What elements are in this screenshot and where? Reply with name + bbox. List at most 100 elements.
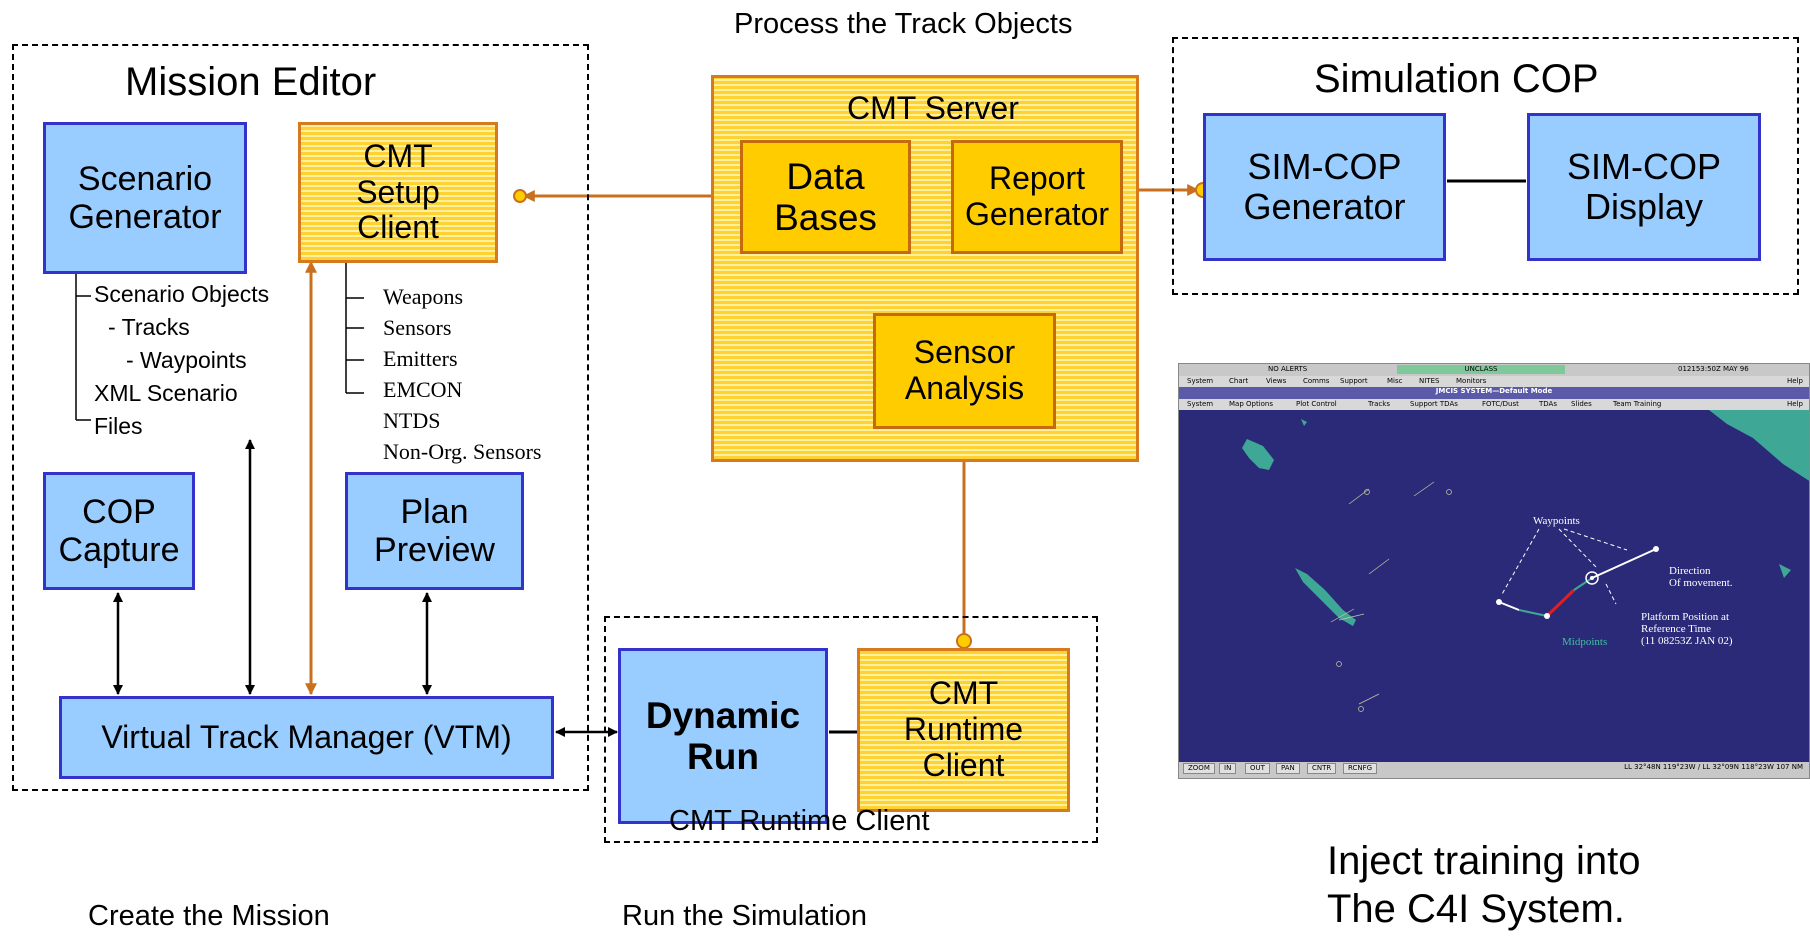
setup-item: Non-Org. Sensors [383,439,542,464]
map-menu-item[interactable]: System [1187,400,1214,408]
map-menu-item[interactable]: Tracks [1368,400,1390,408]
runtime-caption: CMT Runtime Client [669,805,930,837]
mission-editor-frame [12,44,589,791]
setup-items-tree [345,263,364,394]
status-class: UNCLASS [1397,365,1565,374]
cmt-runtime-client-box[interactable]: CMT Runtime Client [857,648,1070,812]
menu-item[interactable]: Monitors [1456,377,1487,385]
box-label: Bases [774,197,877,238]
box-label: COP [82,492,156,531]
box-label: Setup [356,173,440,210]
box-label: Analysis [904,370,1025,406]
scenario-output-tree [75,273,91,421]
box-label: Preview [374,531,495,569]
window-title: JMCIS SYSTEM—Default Mode [1179,387,1809,399]
dynamic-run-box[interactable]: Dynamic Run [618,648,828,824]
map-control-button[interactable]: IN [1219,763,1237,774]
menu-item[interactable]: Comms [1303,377,1330,385]
box-label: Capture [58,531,180,569]
label-line: Platform Position at [1641,611,1729,623]
box-label: Plan [400,492,469,531]
route [1496,546,1659,619]
box-label: Client [922,746,1005,783]
coords-readout: LL 32°48N 119°23W / LL 32°09N 118°23W 10… [1624,763,1803,771]
menu-item[interactable]: Support [1340,377,1368,385]
map-menu-item[interactable]: Map Options [1229,400,1274,408]
inject-line: Inject training into [1327,839,1641,883]
label-line: (11 08253Z JAN 02) [1641,635,1733,647]
map-menu-item[interactable]: Slides [1571,400,1592,408]
island-clemente [1295,568,1356,626]
box-label: Runtime [903,711,1024,748]
output-item: - Waypoints [126,347,247,373]
map-control-button[interactable]: OUT [1245,763,1270,774]
cop-capture-box[interactable]: COP Capture [43,472,195,590]
map-canvas [1242,410,1809,712]
track-symbols [1330,481,1452,712]
menu-item[interactable]: Chart [1229,377,1249,385]
box-label: Sensor [913,334,1016,371]
bottom-control-bar: LL 32°48N 119°23W / LL 32°09N 118°23W 10… [1179,762,1809,778]
box-label: CMT [928,675,999,712]
help-menu[interactable]: Help [1787,400,1803,408]
output-item: Scenario Objects [94,281,270,307]
help-menu[interactable]: Help [1787,377,1803,385]
label-line: Of movement. [1669,577,1733,589]
setup-item: Emitters [383,346,458,371]
box-label: Run [687,736,759,777]
direction-label: Direction Of movement. [1669,565,1733,589]
inject-caption: Inject training into The C4I System. [1327,837,1641,933]
land-masses [1242,410,1809,626]
connector-dot [513,189,527,203]
map-menu-item[interactable]: Team Training [1613,400,1662,408]
plan-preview-box[interactable]: Plan Preview [345,472,524,590]
box-label: Generator [964,196,1110,232]
platform-label: Platform Position at Reference Time (11 … [1641,611,1733,647]
sensor-analysis-box[interactable]: Sensor Analysis [873,313,1056,429]
box-label: Data [786,155,865,197]
mainland [1709,410,1809,481]
top-caption: Process the Track Objects [734,8,1073,40]
map-menu-item[interactable]: TDAs [1539,400,1557,408]
map-control-button[interactable]: CNTR [1307,763,1337,774]
simulation-cop-title: Simulation COP [1314,57,1599,101]
output-item: Files [94,413,143,439]
map-menu-item[interactable]: FOTC/Dust [1482,400,1519,408]
label-line: Reference Time [1641,623,1711,635]
mission-editor-title: Mission Editor [125,60,377,104]
scenario-outputs: Scenario Objects - Tracks - Waypoints XM… [94,278,269,443]
box-label: Scenario [77,159,213,198]
menu-item[interactable]: Misc [1387,377,1403,385]
box-label: SIM-COP [1566,145,1721,187]
report-generator-box[interactable]: Report Generator [951,140,1123,254]
status-alerts: NO ALERTS [1268,365,1308,373]
menu-item[interactable]: System [1187,377,1214,385]
island-catalina [1242,439,1274,470]
menu-item[interactable]: NITES [1419,377,1440,385]
scenario-generator-box[interactable]: Scenario Generator [43,122,247,274]
map-menu-item[interactable]: Plot Control [1296,400,1337,408]
box-label: Report [988,160,1086,197]
output-item: - Tracks [108,314,190,340]
box-label: Display [1584,186,1704,227]
map-control-button[interactable]: PAN [1276,763,1300,774]
simulation-cop-frame [1172,37,1799,295]
data-bases-box[interactable]: Data Bases [740,140,911,254]
map-control-button[interactable]: ZOOM [1183,763,1215,774]
map-menu-item[interactable]: Support TDAs [1410,400,1458,408]
menu-item[interactable]: Views [1266,377,1287,385]
box-label: Generator [1243,186,1406,227]
cmt-setup-client-box[interactable]: CMT Setup Client [298,122,498,263]
status-time: 012153:50Z MAY 96 [1678,365,1749,373]
simcop-display-box[interactable]: SIM-COP Display [1527,113,1761,261]
output-item: XML Scenario [94,380,238,406]
map-control-button[interactable]: RCNFG [1343,763,1378,774]
vtm-box[interactable]: Virtual Track Manager (VTM) [59,696,554,779]
setup-item: Sensors [383,315,452,340]
simcop-generator-box[interactable]: SIM-COP Generator [1203,113,1446,261]
run-simulation-caption: Run the Simulation [622,900,868,932]
jmcis-screenshot: NO ALERTS UNCLASS 012153:50Z MAY 96 Syst… [1178,363,1810,779]
waypoints-label: Waypoints [1533,515,1580,527]
box-label: Virtual Track Manager (VTM) [101,718,512,755]
setup-item: Weapons [383,284,464,309]
